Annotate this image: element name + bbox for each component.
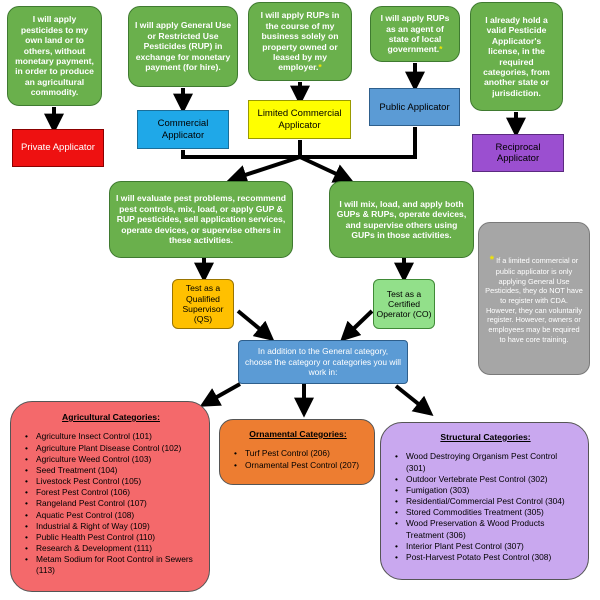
- private-applicator: Private Applicator: [12, 129, 104, 167]
- reciprocal-applicator-label: Reciprocal Applicator: [495, 141, 541, 164]
- co-test-label: Test as a Certified Operator (CO): [376, 288, 432, 320]
- list-item: Residential/Commercial Pest Control (304…: [395, 496, 576, 507]
- reciprocal-description-text: I already hold a valid Pesticide Applica…: [483, 14, 550, 98]
- choose-category-text: In addition to the General category, cho…: [245, 345, 401, 378]
- qs-test-label: Test as a Qualified Supervisor (QS): [182, 283, 224, 325]
- list-item: Industrial & Right of Way (109): [25, 521, 197, 532]
- list-item: Agriculture Insect Control (101): [25, 431, 197, 442]
- private-description: I will apply pesticides to my own land o…: [7, 6, 102, 106]
- ornamental-categories: Ornamental Categories: Turf Pest Control…: [219, 419, 375, 485]
- list-item: Research & Development (111): [25, 543, 197, 554]
- limited-description: I will apply RUPs in the course of my bu…: [248, 2, 352, 81]
- list-item: Post-Harvest Potato Pest Control (308): [395, 552, 576, 563]
- reciprocal-applicator: Reciprocal Applicator: [472, 134, 564, 172]
- public-applicator: Public Applicator: [369, 88, 460, 126]
- ornamental-categories-title: Ornamental Categories:: [249, 429, 347, 439]
- list-item: Forest Pest Control (106): [25, 487, 197, 498]
- list-item: Aquatic Pest Control (108): [25, 510, 197, 521]
- list-item: Ornamental Pest Control (207): [234, 460, 362, 471]
- list-item: Agriculture Plant Disease Control (102): [25, 443, 197, 454]
- structural-categories-title: Structural Categories:: [440, 432, 531, 442]
- ornamental-category-list: Turf Pest Control (206) Ornamental Pest …: [234, 448, 362, 471]
- private-applicator-label: Private Applicator: [21, 142, 95, 154]
- public-description-text: I will apply RUPs as an agent of state o…: [380, 13, 450, 55]
- private-description-text: I will apply pesticides to my own land o…: [15, 14, 94, 98]
- list-item: Metam Sodium for Root Control in Sewers …: [25, 554, 197, 576]
- choose-category-box: In addition to the General category, cho…: [238, 340, 408, 384]
- list-item: Wood Preservation & Wood Products Treatm…: [395, 518, 576, 540]
- qs-role-description: I will evaluate pest problems, recommend…: [109, 181, 293, 258]
- co-role-description: I will mix, load, and apply both GUPs & …: [329, 181, 474, 258]
- limited-applicator: Limited Commercial Applicator: [248, 100, 351, 139]
- list-item: Turf Pest Control (206): [234, 448, 362, 459]
- list-item: Stored Commodities Treatment (305): [395, 507, 576, 518]
- list-item: Agriculture Weed Control (103): [25, 454, 197, 465]
- agricultural-categories: Agricultural Categories: Agriculture Ins…: [10, 401, 210, 592]
- qs-test-box: Test as a Qualified Supervisor (QS): [172, 279, 234, 329]
- registration-note-text: * If a limited commercial or public appl…: [485, 253, 583, 344]
- public-applicator-label: Public Applicator: [379, 101, 450, 113]
- structural-category-list: Wood Destroying Organism Pest Control (3…: [395, 451, 576, 563]
- list-item: Rangeland Pest Control (107): [25, 498, 197, 509]
- public-star-icon: *: [439, 44, 443, 55]
- registration-note: * If a limited commercial or public appl…: [478, 222, 590, 375]
- agricultural-category-list: Agriculture Insect Control (101) Agricul…: [25, 431, 197, 576]
- limited-description-text: I will apply RUPs in the course of my bu…: [260, 10, 340, 73]
- limited-applicator-label: Limited Commercial Applicator: [257, 108, 342, 131]
- note-star-icon: *: [489, 253, 495, 266]
- list-item: Wood Destroying Organism Pest Control (3…: [395, 451, 576, 473]
- list-item: Public Health Pest Control (110): [25, 532, 197, 543]
- commercial-applicator-label: Commercial Applicator: [157, 118, 209, 141]
- list-item: Fumigation (303): [395, 485, 576, 496]
- co-test-box: Test as a Certified Operator (CO): [373, 279, 435, 329]
- list-item: Interior Plant Pest Control (307): [395, 541, 576, 552]
- commercial-description: I will apply General Use or Restricted U…: [128, 6, 238, 87]
- agricultural-categories-title: Agricultural Categories:: [62, 412, 160, 422]
- reciprocal-description: I already hold a valid Pesticide Applica…: [470, 2, 563, 111]
- commercial-applicator: Commercial Applicator: [137, 110, 229, 149]
- public-description: I will apply RUPs as an agent of state o…: [370, 6, 460, 62]
- co-role-text: I will mix, load, and apply both GUPs & …: [336, 198, 467, 240]
- limited-star-icon: *: [318, 62, 322, 73]
- list-item: Outdoor Vertebrate Pest Control (302): [395, 474, 576, 485]
- commercial-description-text: I will apply General Use or Restricted U…: [135, 20, 231, 73]
- structural-categories: Structural Categories: Wood Destroying O…: [380, 422, 589, 580]
- list-item: Livestock Pest Control (105): [25, 476, 197, 487]
- list-item: Seed Treatment (104): [25, 465, 197, 476]
- qs-role-text: I will evaluate pest problems, recommend…: [115, 193, 287, 246]
